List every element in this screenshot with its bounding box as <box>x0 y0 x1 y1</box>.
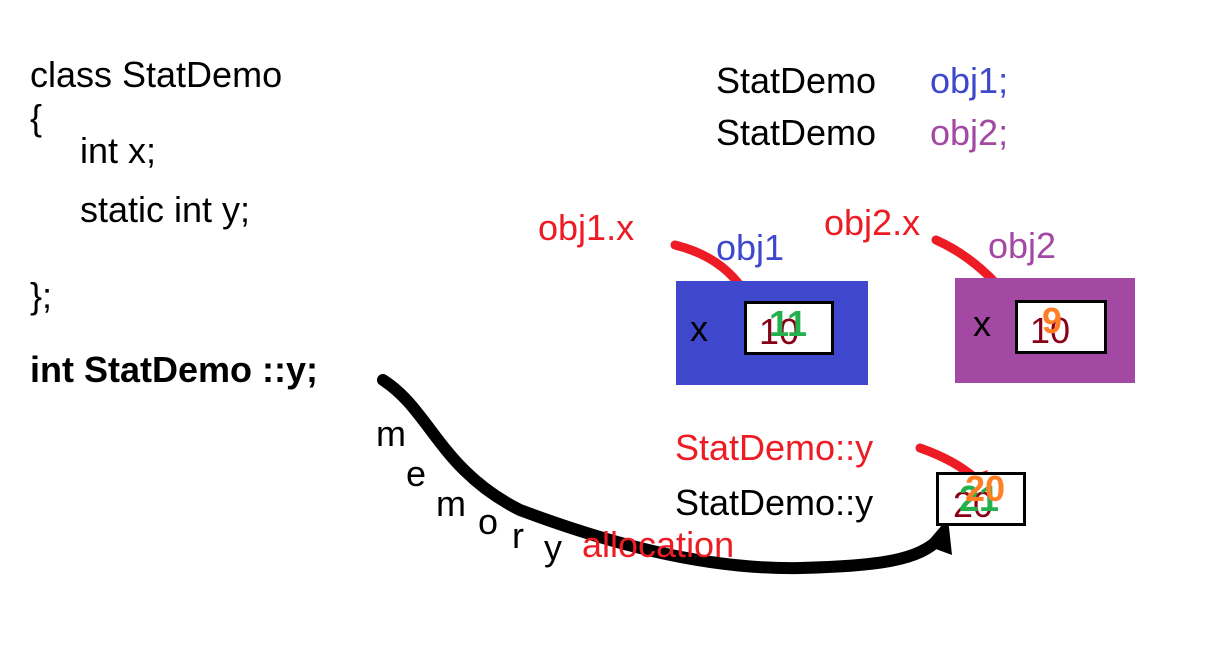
static-y-pointer-label: StatDemo::y <box>675 427 874 468</box>
decl-var-obj2: obj2; <box>930 112 1009 153</box>
memory-letter-2: e <box>406 453 427 494</box>
static-y-orange-value: 20 <box>965 468 1006 509</box>
static-y-green-value: 21 <box>959 478 1000 519</box>
memory-letter-5: r <box>512 515 524 556</box>
decl-type-1: StatDemo <box>716 60 877 101</box>
obj2-object-box: x 10 9 <box>955 278 1135 383</box>
code-brace-open: { <box>30 97 43 138</box>
obj1-title: obj1 <box>716 227 785 268</box>
static-y-old-value: 20 <box>953 484 994 525</box>
static-y-label: StatDemo::y <box>675 482 874 523</box>
obj1-x-pointer-label: obj1.x <box>538 207 635 248</box>
code-int-x: int x; <box>80 130 157 171</box>
obj1-x-cell: 10 11 <box>744 301 834 355</box>
obj2-x-pointer-label: obj2.x <box>824 202 921 243</box>
code-static-definition: int StatDemo ::y; <box>30 349 318 390</box>
memory-letter-1: m <box>376 413 406 454</box>
decl-type-2: StatDemo <box>716 112 877 153</box>
memory-allocation-arrow <box>377 374 946 575</box>
memory-allocation-arrowhead <box>925 518 952 555</box>
obj2-x-cell: 10 9 <box>1015 300 1107 354</box>
obj2-title: obj2 <box>988 225 1057 266</box>
obj2-x-new-value: 9 <box>1042 300 1063 341</box>
static-y-cell: 20 21 20 <box>936 468 1026 526</box>
allocation-label: allocation <box>582 524 735 565</box>
obj1-x-old-value: 10 <box>759 311 800 352</box>
memory-letter-4: o <box>478 501 499 542</box>
memory-letter-3: m <box>436 483 466 524</box>
obj1-object-box: x 10 11 <box>676 281 868 385</box>
code-static-int-y: static int y; <box>80 189 251 230</box>
obj2-member-label: x <box>973 303 991 344</box>
obj1-x-new-value: 11 <box>769 303 808 344</box>
obj2-x-old-value: 10 <box>1030 310 1071 351</box>
memory-letter-6: y <box>544 527 562 568</box>
code-class-line: class StatDemo <box>30 54 283 95</box>
code-brace-close: }; <box>30 275 53 316</box>
obj1-member-label: x <box>690 308 708 349</box>
decl-var-obj1: obj1; <box>930 60 1009 101</box>
